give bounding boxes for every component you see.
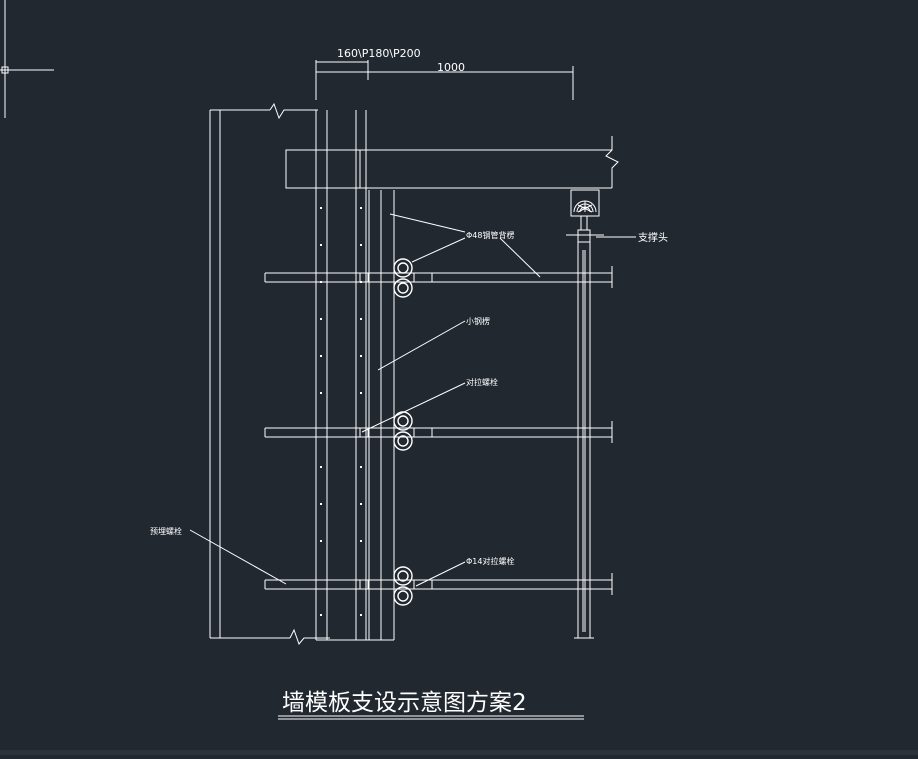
label-tie-bolt: 对拉螺栓 (466, 377, 498, 387)
label-embedded-bolt: 预埋螺栓 (150, 526, 182, 536)
label-steel-pipe: Φ48钢管背楞 (466, 230, 514, 240)
dimension-thickness: 160\P180\P200 (337, 47, 421, 60)
label-small-timber: 小钢楞 (466, 316, 490, 326)
tie-rod-row-2 (264, 411, 613, 451)
formwork-panel (315, 110, 395, 641)
bottom-edge-strip (0, 750, 918, 755)
drawing-title: 墙模板支设示意图方案2 (282, 690, 527, 716)
crosshair-cursor-icon (0, 0, 54, 118)
leader-lines (189, 213, 636, 587)
dimension-span: 1000 (437, 61, 465, 74)
tie-rod-row-1 (264, 258, 613, 298)
support-head-icon (566, 189, 604, 243)
dimension-lines (315, 60, 574, 100)
top-beam (285, 136, 619, 189)
existing-wall (209, 102, 330, 645)
label-phi14-bolt: Φ14对拉螺栓 (466, 556, 514, 566)
label-support-head: 支撑头 (638, 231, 668, 244)
tie-rod-row-3 (264, 566, 613, 606)
